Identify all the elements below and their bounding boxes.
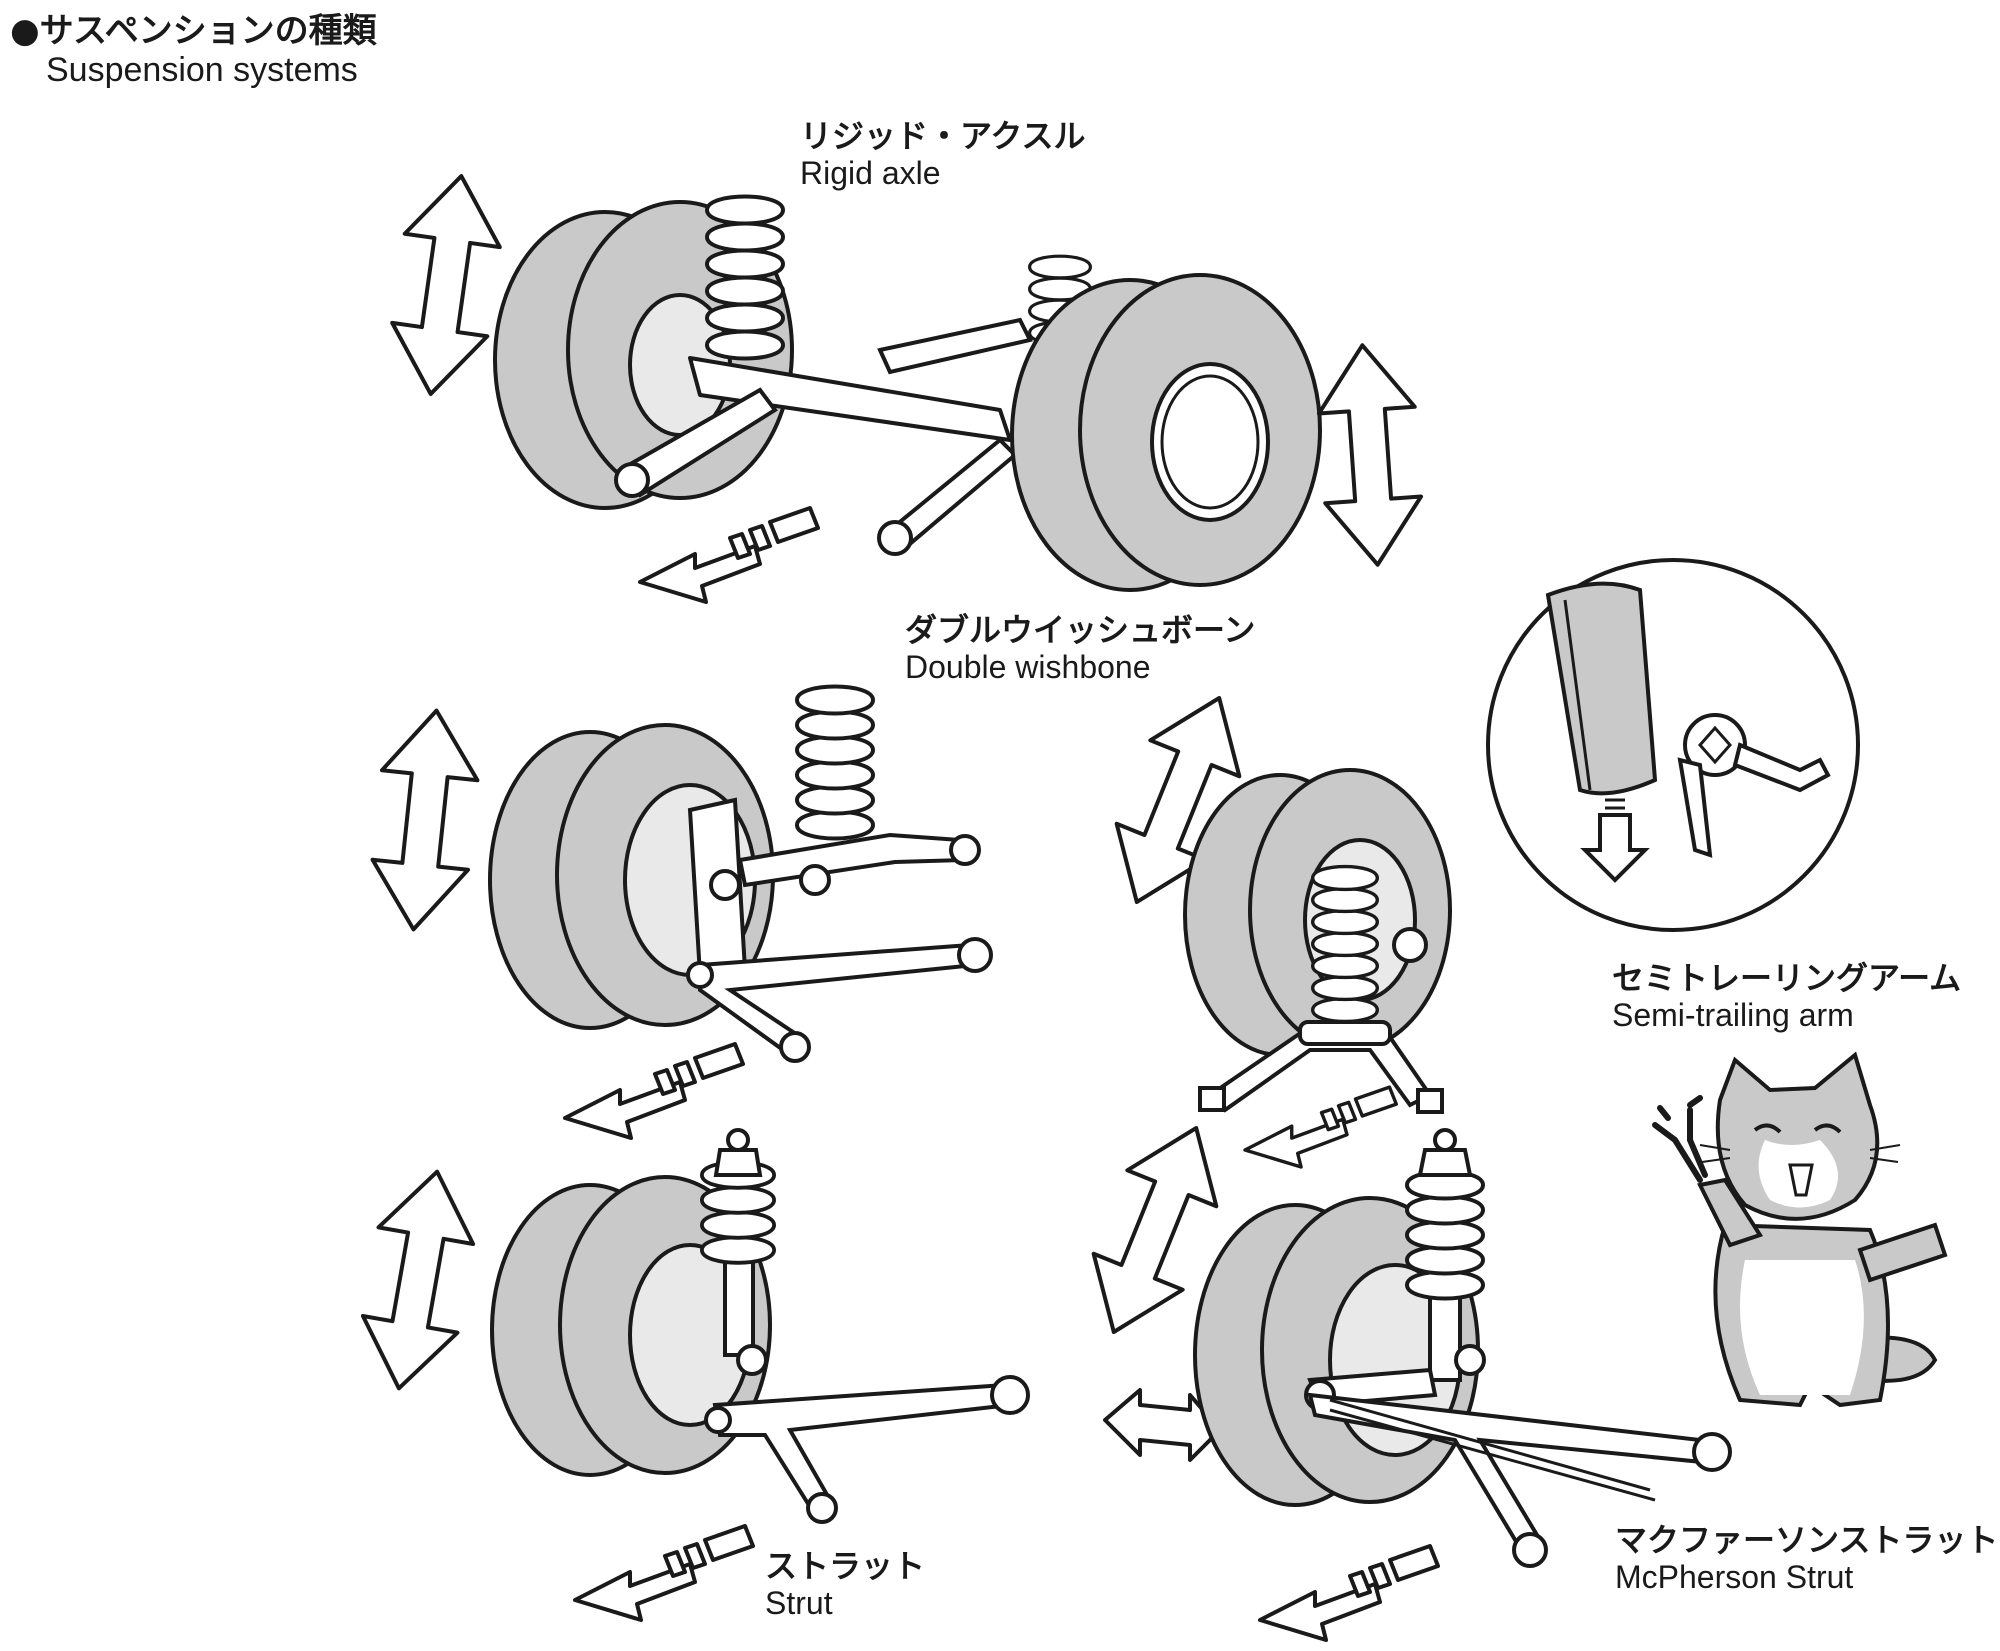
mcpherson-strut-drawing	[1067, 1108, 1732, 1642]
double-wishbone-label: ダブルウイッシュボーン Double wishbone	[905, 612, 1255, 686]
rear-view-inset	[1486, 558, 1860, 932]
title-jp: サスペンションの種類	[39, 11, 377, 51]
vertical-motion-arrow	[349, 1161, 487, 1399]
double-wishbone-label-jp: ダブルウイッシュボーン	[905, 611, 1256, 649]
rigid-axle-label-en: Rigid axle	[800, 154, 941, 191]
double-wishbone-drawing	[363, 684, 993, 1140]
strut-label-jp: ストラット	[765, 1547, 926, 1585]
cat-mascot	[1652, 1051, 1948, 1408]
title-bullet: ●	[10, 11, 40, 51]
forward-arrow	[1258, 1544, 1440, 1642]
forward-arrow	[638, 506, 820, 604]
mcpherson-strut-label: マクファーソンストラット McPherson Strut	[1615, 1522, 1998, 1596]
semi-trailing-arm-label-jp: セミトレーリングアーム	[1612, 959, 1962, 997]
strut-drawing	[349, 1128, 1030, 1622]
forward-arrow	[563, 1042, 745, 1140]
strut-label: ストラット Strut	[765, 1548, 925, 1622]
semi-trailing-arm-label: セミトレーリングアーム Semi-trailing arm	[1612, 960, 1961, 1034]
vertical-motion-arrow	[363, 703, 487, 937]
rigid-axle-label: リジッド・アクスル Rigid axle	[800, 118, 1085, 192]
strut-label-en: Strut	[765, 1584, 833, 1621]
rigid-axle-drawing	[381, 167, 1428, 604]
double-wishbone-label-en: Double wishbone	[905, 648, 1151, 685]
vertical-motion-arrow	[1312, 339, 1428, 571]
vertical-motion-arrow	[381, 167, 511, 403]
forward-arrow	[573, 1524, 755, 1622]
mcpherson-strut-label-jp: マクファーソンストラット	[1615, 1521, 1999, 1559]
forward-arrow	[1243, 1085, 1399, 1169]
rigid-axle-label-jp: リジッド・アクスル	[800, 117, 1086, 155]
mcpherson-strut-label-en: McPherson Strut	[1615, 1558, 1854, 1595]
title-en: Suspension systems	[46, 51, 358, 90]
semi-trailing-arm-label-en: Semi-trailing arm	[1612, 996, 1854, 1033]
page-title: ●サスペンションの種類 Suspension systems	[10, 11, 377, 90]
semi-trailing-arm-drawing	[1090, 558, 1860, 1169]
